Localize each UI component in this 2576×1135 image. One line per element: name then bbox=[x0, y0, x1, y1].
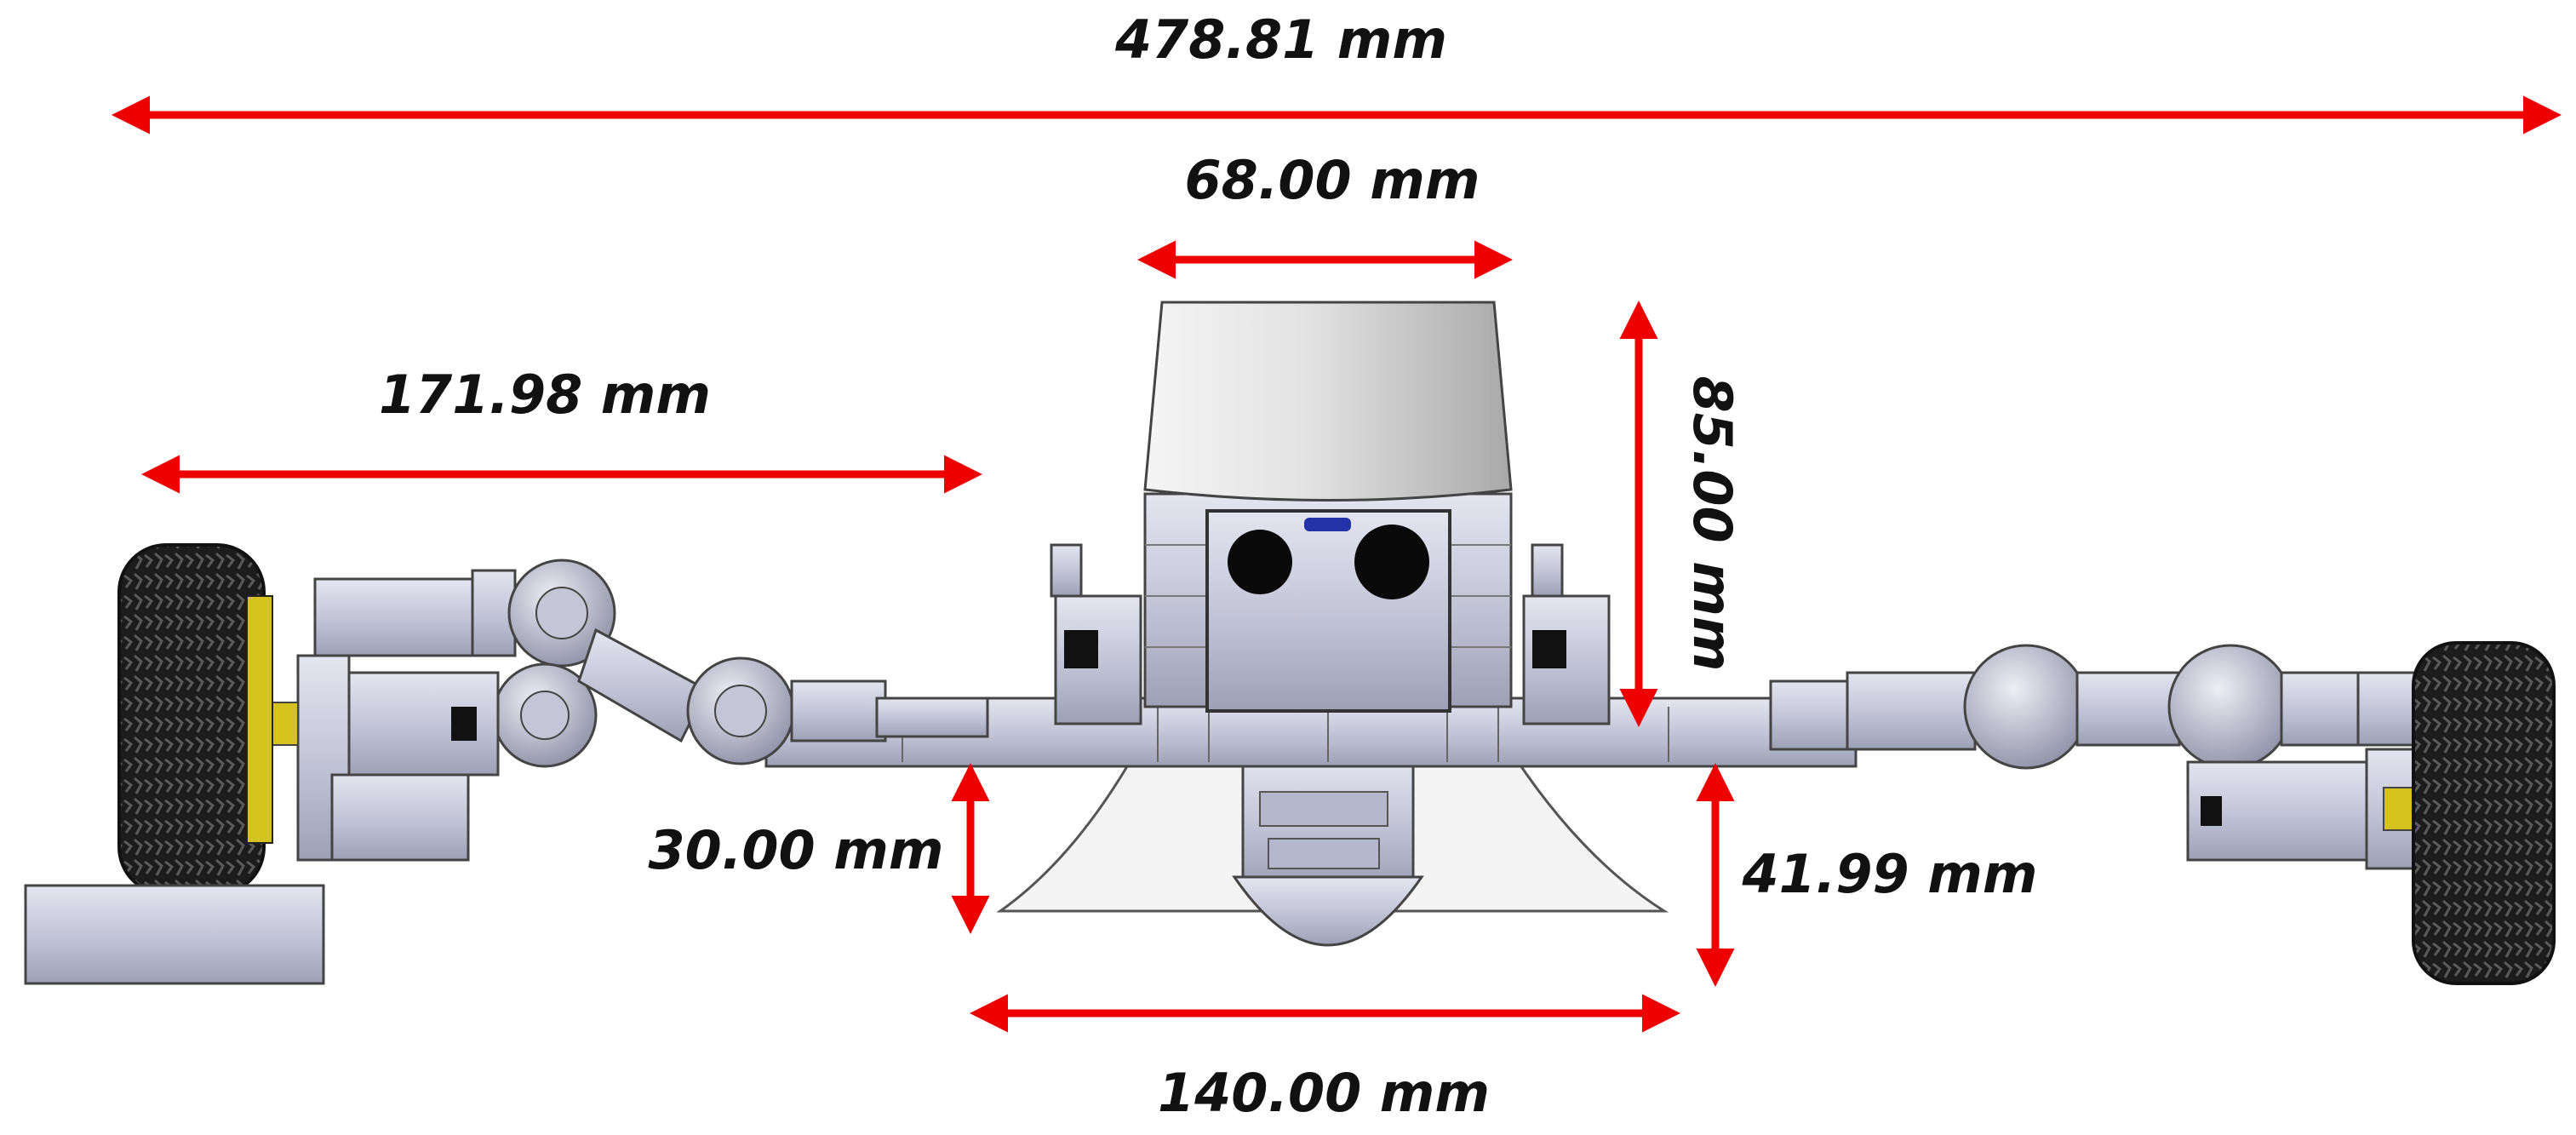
left-wheel bbox=[117, 543, 273, 896]
overall-width-label: 478.81 mm bbox=[1114, 9, 1447, 71]
right-camera-lens bbox=[1354, 525, 1429, 599]
left-side-light bbox=[1050, 543, 1142, 725]
left-arm bbox=[263, 559, 989, 862]
sensor-height-label: 85.00 mm bbox=[1681, 376, 1743, 672]
bottom-camera-pod bbox=[1232, 756, 1424, 947]
arm-length-label: 171.98 mm bbox=[379, 364, 711, 426]
sensor-tower bbox=[1143, 301, 1513, 713]
right-wheel bbox=[2412, 641, 2556, 985]
skirt-width-label: 140.00 mm bbox=[1158, 1062, 1490, 1124]
sensor-width-label: 68.00 mm bbox=[1185, 149, 1480, 211]
left-camera-lens bbox=[1228, 530, 1292, 594]
dimension-labels: 478.81 mm 68.00 mm 85.00 mm 171.98 mm 30… bbox=[379, 9, 2037, 1124]
ground-clearance-label: 30.00 mm bbox=[649, 819, 944, 881]
top-sensor-dome bbox=[1143, 301, 1513, 502]
bottom-depth-label: 41.99 mm bbox=[1742, 843, 2038, 905]
right-side-light bbox=[1522, 543, 1611, 725]
left-base-box bbox=[24, 884, 325, 985]
robot-illustration bbox=[24, 301, 2556, 985]
right-arm bbox=[1769, 644, 2462, 870]
dimension-arrows bbox=[112, 95, 2562, 1033]
